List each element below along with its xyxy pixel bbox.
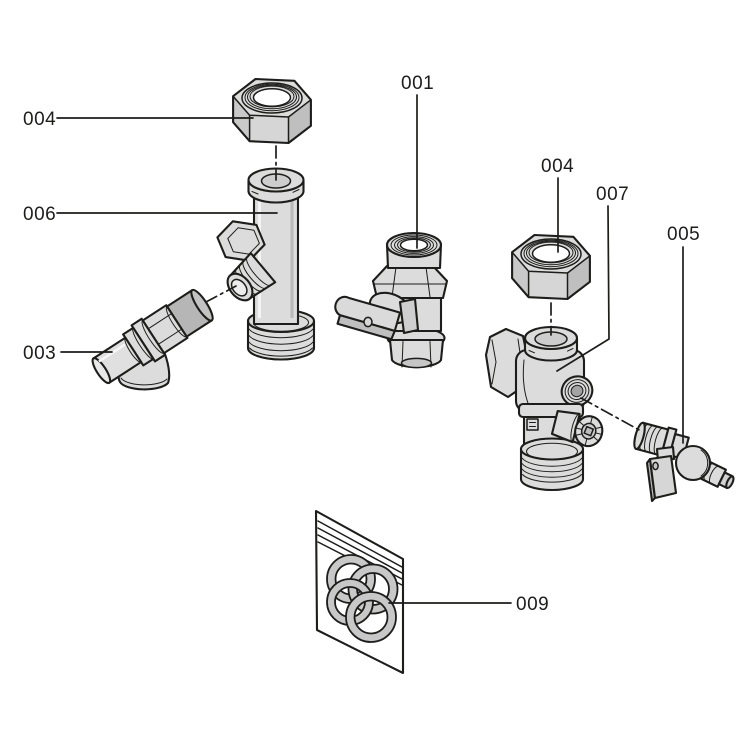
part-005-drain-cock	[633, 421, 735, 503]
right-port	[560, 375, 594, 407]
part-006-connection-pipe	[216, 167, 316, 361]
part-009-oring-bag	[314, 509, 405, 675]
callouts: 004 006 003 001 004 007 005 009	[23, 73, 700, 615]
part-004-union-nut-left	[232, 77, 312, 145]
body-marking	[526, 418, 539, 431]
callout-label-007: 007	[596, 184, 629, 205]
callout-label-004-left: 004	[23, 109, 56, 130]
callout-label-001: 001	[401, 73, 434, 94]
part-001-service-valve	[334, 231, 449, 369]
part-004-union-nut-right	[511, 233, 591, 301]
part-003-angle-valve	[91, 288, 214, 391]
side-port-spout	[226, 252, 277, 302]
drain-valve	[550, 410, 604, 448]
callout-label-006: 006	[23, 204, 56, 225]
guide-port-to-cock	[580, 397, 642, 432]
bag-seal-stripes	[317, 520, 403, 586]
assembly-guide-lines	[205, 145, 642, 432]
part-007-valve-body	[484, 325, 604, 492]
callout-label-004-right: 004	[541, 156, 574, 177]
handle-lever	[334, 295, 402, 341]
guide-valve-to-spout	[205, 285, 237, 303]
o-rings	[326, 554, 399, 643]
callout-label-009: 009	[516, 594, 549, 615]
callout-line-007	[556, 205, 610, 372]
callout-label-003: 003	[23, 343, 56, 364]
callout-label-005: 005	[667, 224, 700, 245]
